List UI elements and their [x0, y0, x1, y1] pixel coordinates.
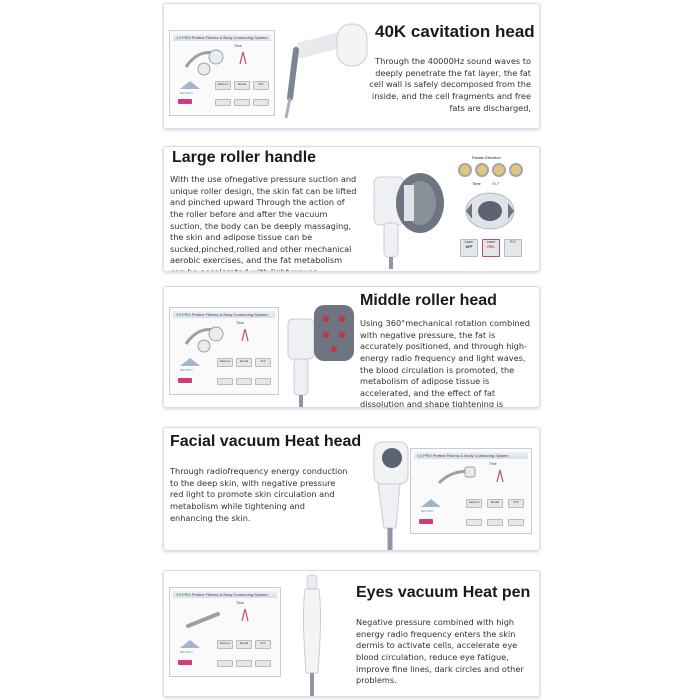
setting-button[interactable] — [255, 660, 271, 667]
handpiece-thumbnail-icon — [184, 49, 224, 76]
model-button[interactable]: Model — [236, 358, 252, 367]
return-label: RETURN — [180, 650, 193, 654]
control-screen: V8 PRO Perfect Fitness & Body Contouring… — [410, 448, 532, 534]
vacuum-button[interactable]: Vacuum — [217, 640, 233, 649]
control-screen: V8 PRO Perfect Fitness & Body Contouring… — [169, 307, 279, 395]
screen-header: V8 PRO Perfect Fitness & Body Contouring… — [173, 34, 271, 41]
mode-figure-icon — [239, 51, 247, 65]
rotate-direction-label: Rotate Direction — [472, 155, 501, 160]
model-button[interactable]: Model — [487, 499, 503, 508]
rf-button[interactable]: R.F — [255, 358, 271, 367]
product-card-large-roller: Large roller handle With the use ofnegat… — [163, 146, 540, 272]
middle-roller-device — [287, 305, 354, 407]
mode-dial-icon[interactable] — [475, 163, 489, 177]
rf-button[interactable]: R.F — [508, 499, 524, 508]
return-arrow-icon — [180, 358, 200, 366]
product-title: Facial vacuum Heat head — [170, 433, 362, 450]
rf-button[interactable]: R.F — [504, 239, 522, 257]
product-description: Using 360°mechanical rotation combined w… — [360, 318, 530, 408]
return-arrow-icon — [180, 81, 200, 89]
mode-dial-icon[interactable] — [458, 163, 472, 177]
setting-button[interactable] — [236, 660, 252, 667]
handpiece-thumbnail-icon — [184, 326, 224, 353]
model-button[interactable]: Model — [236, 640, 252, 649]
setting-button[interactable] — [236, 378, 252, 385]
time-label: Time — [234, 44, 242, 48]
model-button[interactable]: Model — [234, 81, 250, 90]
product-card-middle-roller: V8 PRO Perfect Fitness & Body Contouring… — [163, 286, 540, 408]
handpiece-thumbnail-icon — [186, 612, 220, 628]
setting-button[interactable] — [234, 99, 250, 106]
time-label: Time — [489, 462, 497, 466]
setting-button[interactable] — [215, 99, 231, 106]
cavitation-head-device — [284, 23, 368, 119]
vacuum-button[interactable]: Vacuum — [466, 499, 482, 508]
time-label: Time — [236, 321, 244, 325]
setting-button[interactable] — [255, 378, 271, 385]
product-description: Negative pressure combined with high ene… — [356, 617, 524, 686]
setting-button[interactable] — [487, 519, 503, 526]
mode-figure-icon — [241, 328, 249, 342]
product-description: Through radiofrequency energy conduction… — [170, 466, 348, 523]
control-screen: V8 PRO Perfect Fitness & Body Contouring… — [169, 30, 275, 116]
return-label: RETURN — [180, 368, 193, 372]
product-card-eyes-vacuum: V8 PRO Perfect Fitness & Body Contouring… — [163, 570, 540, 697]
power-bar — [178, 378, 192, 383]
mode-dial-icon[interactable] — [509, 163, 523, 177]
vacuum-button[interactable]: Vacuum — [217, 358, 233, 367]
rf-button[interactable]: R.F — [255, 640, 271, 649]
screen-header: V8 PRO Perfect Fitness & Body Contouring… — [173, 591, 277, 598]
time-label: Time — [236, 601, 244, 605]
power-bar — [419, 519, 433, 524]
product-card-cavitation: V8 PRO Perfect Fitness & Body Contouring… — [163, 3, 540, 129]
setting-button[interactable] — [508, 519, 524, 526]
return-arrow-icon — [421, 499, 441, 507]
product-title: Eyes vacuum Heat pen — [356, 584, 531, 601]
setting-button[interactable] — [466, 519, 482, 526]
rf-button[interactable]: R.F — [253, 81, 269, 90]
screen-header: V8 PRO Perfect Fitness & Body Contouring… — [414, 452, 528, 459]
setting-button[interactable] — [253, 99, 269, 106]
rf-label: RLF — [492, 181, 500, 186]
return-label: RETURN — [180, 91, 193, 95]
facial-vacuum-device — [373, 441, 409, 550]
return-arrow-icon — [180, 640, 200, 648]
product-description: Through the 40000Hz sound waves to deepl… — [369, 56, 531, 113]
mode-figure-icon — [496, 469, 504, 483]
control-screen: V8 PRO Perfect Fitness & Body Contouring… — [169, 587, 281, 677]
product-title: 40K cavitation head — [375, 22, 535, 41]
return-label: RETURN — [421, 509, 434, 513]
product-description: With the use ofnegative pressure suction… — [170, 174, 357, 271]
product-card-facial-vacuum: Facial vacuum Heat head Through radiofre… — [163, 427, 540, 551]
setting-button[interactable] — [217, 378, 233, 385]
setting-button[interactable] — [217, 660, 233, 667]
handpiece-thumbnail-icon — [437, 466, 476, 485]
time-label: Time — [472, 181, 481, 186]
large-roller-device — [373, 173, 444, 269]
mode-figure-icon — [241, 608, 249, 622]
eyes-vacuum-pen-device — [302, 574, 322, 696]
screen-header: V8 PRO Perfect Fitness & Body Contouring… — [173, 311, 275, 318]
product-title: Middle roller head — [360, 292, 497, 309]
power-bar — [178, 99, 192, 104]
rotation-control-icon[interactable] — [460, 191, 520, 231]
vacuum-button[interactable]: Vacuum — [215, 81, 231, 90]
mode-dial-icon[interactable] — [492, 163, 506, 177]
product-title: Large roller handle — [172, 149, 317, 166]
power-bar — [178, 660, 192, 665]
